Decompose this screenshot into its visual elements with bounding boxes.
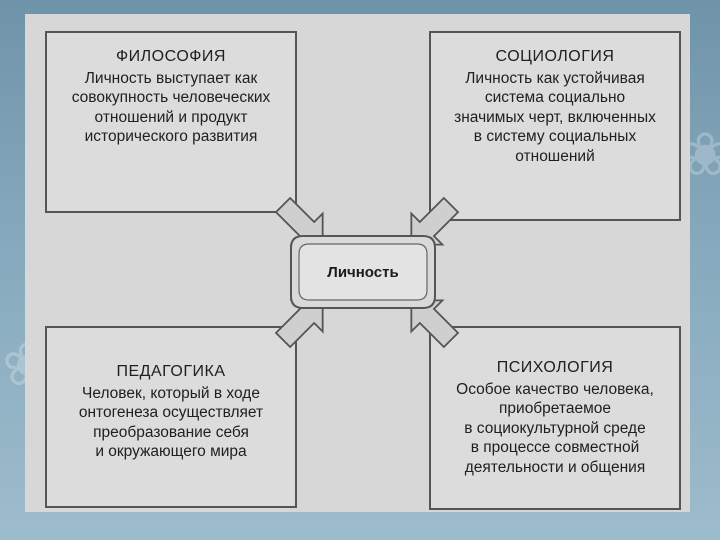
sociology-line: Личность как устойчивая <box>465 69 645 87</box>
philosophy-box: ФИЛОСОФИЯ Личность выступает как совокуп… <box>45 31 297 213</box>
center-label: Личность <box>327 263 399 281</box>
philosophy-line: исторического развития <box>84 128 258 145</box>
pedagogy-line: и окружающего мира <box>95 443 247 460</box>
sociology-title: СОЦИОЛОГИЯ <box>495 48 615 65</box>
psychology-line: в процессе совместной <box>470 439 640 456</box>
philosophy-description: Личность выступает как совокупность чело… <box>47 69 295 147</box>
center-frame <box>290 235 436 309</box>
arrow-from-sociology <box>410 196 460 246</box>
psychology-line: деятельности и общения <box>464 458 646 476</box>
sociology-box: СОЦИОЛОГИЯ Личность как устойчивая систе… <box>429 31 681 221</box>
pedagogy-line: преобразование себя <box>93 423 249 441</box>
philosophy-line: Личность выступает как <box>84 69 258 87</box>
sociology-description: Личность как устойчивая система социальн… <box>431 69 679 167</box>
psychology-title: ПСИХОЛОГИЯ <box>496 359 614 376</box>
psychology-line: в социокультурной среде <box>464 419 646 437</box>
philosophy-line: совокупность человеческих <box>71 89 271 106</box>
center-node: Личность <box>291 236 435 308</box>
philosophy-title: ФИЛОСОФИЯ <box>116 48 226 65</box>
diagram-slide: ФИЛОСОФИЯ Личность выступает как совокуп… <box>25 14 690 512</box>
psychology-description: Особое качество человека, приобретаемое … <box>431 380 679 478</box>
psychology-box: ПСИХОЛОГИЯ Особое качество человека, при… <box>429 326 681 510</box>
philosophy-line: отношений и продукт <box>94 108 248 126</box>
pedagogy-line: онтогенеза осуществляет <box>78 404 264 421</box>
sociology-line: в систему социальных <box>473 128 637 145</box>
pedagogy-title: ПЕДАГОГИКА <box>116 363 226 380</box>
pedagogy-box: ПЕДАГОГИКА Человек, который в ходе онтог… <box>45 326 297 508</box>
arrows-layer <box>274 196 460 349</box>
psychology-line: приобретаемое <box>499 400 611 417</box>
pedagogy-line: Человек, который в ходе <box>82 384 260 402</box>
sociology-line: система социально <box>484 89 626 106</box>
pedagogy-description: Человек, который в ходе онтогенеза осуще… <box>47 384 295 462</box>
psychology-line: Особое качество человека, <box>456 380 654 398</box>
sociology-line: отношений <box>515 147 595 165</box>
sociology-line: значимых черт, включенных <box>454 108 656 126</box>
